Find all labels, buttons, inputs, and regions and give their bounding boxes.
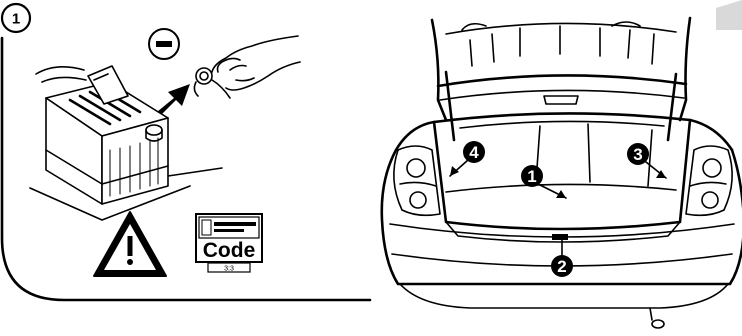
step-number: 1 [12, 11, 20, 28]
svg-text:3: 3 [633, 145, 642, 164]
code-fraction: 3:3 [224, 266, 234, 273]
code-label: Code [203, 239, 256, 262]
callout-4: 4 [463, 141, 485, 163]
callout-arrow-4-head [450, 166, 459, 176]
callout-1: 1 [521, 165, 543, 187]
step-badge: 1 [2, 4, 30, 32]
radio-code-icon: Code 3:3 [196, 214, 262, 273]
warning-triangle-icon [94, 212, 166, 276]
negative-terminal-icon [149, 29, 179, 59]
corner-tab [716, 0, 742, 30]
svg-text:1: 1 [527, 167, 536, 186]
callout-3: 3 [627, 143, 649, 165]
svg-text:2: 2 [557, 257, 566, 276]
hand-with-clamp-icon [194, 36, 300, 98]
callout-2: 2 [551, 255, 573, 277]
car-rear-icon [382, 18, 742, 328]
battery-icon [30, 66, 222, 220]
svg-text:4: 4 [469, 143, 479, 162]
